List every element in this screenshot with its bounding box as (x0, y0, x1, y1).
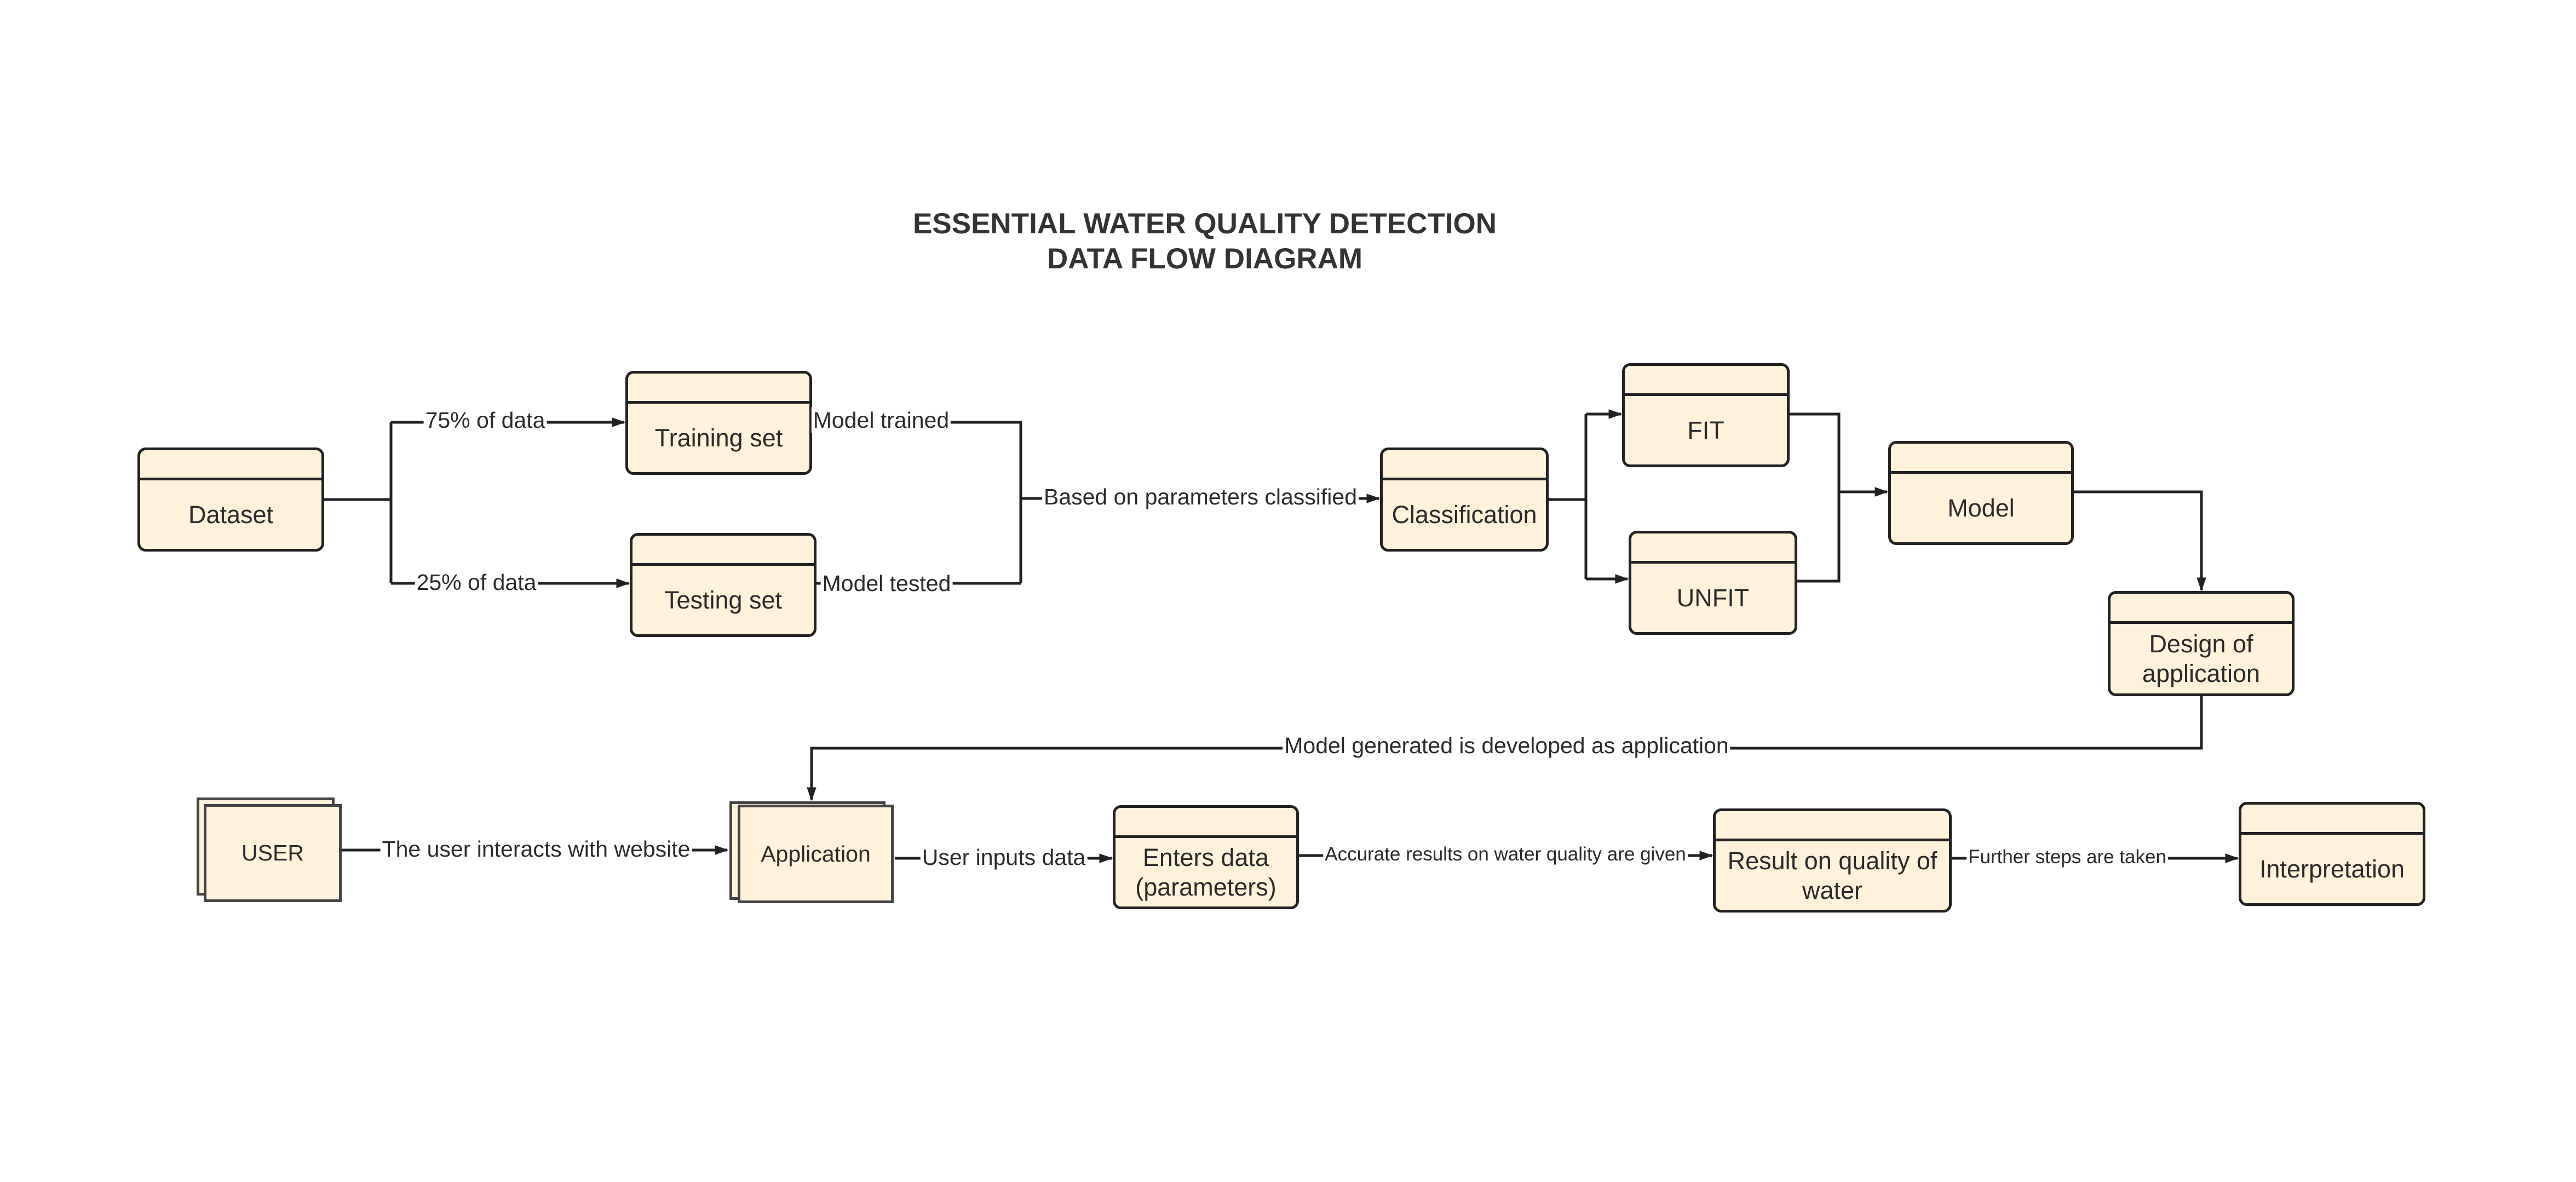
edge-label-model-tested: Model tested (820, 570, 953, 596)
fit-node: FIT (1622, 363, 1790, 467)
design-of-application-label: Design of application (2142, 629, 2261, 687)
unfit-node: UNFIT (1629, 531, 1797, 635)
classification-node: Classification (1380, 447, 1549, 552)
edge-label-further-steps: Further steps are taken (1967, 844, 2168, 870)
dataset-node: Dataset (137, 447, 324, 552)
edge-label-accurate-results: Accurate results on water quality are gi… (1323, 841, 1688, 868)
edge-classification-branch (1548, 414, 1588, 579)
result-label: Result on quality of water (1727, 846, 1937, 904)
model-label: Model (1947, 494, 2015, 522)
edge-fit-out (1789, 412, 1841, 583)
training-set-node: Training set (625, 371, 812, 475)
fit-label: FIT (1687, 416, 1724, 444)
classification-label: Classification (1392, 500, 1537, 529)
edge-training-out (812, 421, 1022, 583)
application-label: Application (761, 841, 871, 867)
testing-set-label: Testing set (664, 586, 783, 614)
user-entity: USER (204, 804, 342, 902)
edge-label-user-inputs: User inputs data (920, 844, 1088, 870)
interpretation-node: Interpretation (2239, 802, 2425, 906)
edge-label-based-on-parameters: Based on parameters classified (1042, 484, 1359, 510)
enters-data-node: Enters data (parameters) (1113, 805, 1299, 909)
edge-label-75pct: 75% of data (423, 407, 547, 433)
diagram-title-line1: ESSENTIAL WATER QUALITY DETECTION (913, 208, 1497, 240)
edge-to-design (2073, 490, 2206, 592)
edge-dataset-branch (323, 422, 393, 583)
training-set-label: Training set (654, 423, 783, 452)
diagram-title-line2: DATA FLOW DIAGRAM (1046, 243, 1362, 275)
result-node: Result on quality of water (1713, 808, 1952, 913)
interpretation-label: Interpretation (2259, 854, 2405, 883)
application-entity: Application (738, 805, 894, 903)
edge-label-25pct: 25% of data (415, 569, 538, 595)
user-label: USER (242, 840, 304, 865)
model-node: Model (1888, 441, 2074, 545)
enters-data-label: Enters data (parameters) (1135, 843, 1277, 901)
unfit-label: UNFIT (1676, 583, 1750, 612)
dataset-label: Dataset (188, 500, 274, 529)
edge-label-user-interacts: The user interacts with website (380, 836, 692, 862)
edge-label-model-trained: Model trained (811, 407, 951, 433)
testing-set-node: Testing set (630, 533, 817, 637)
edge-label-model-generated: Model generated is developed as applicat… (1283, 732, 1730, 759)
design-of-application-node: Design of application (2108, 591, 2295, 696)
